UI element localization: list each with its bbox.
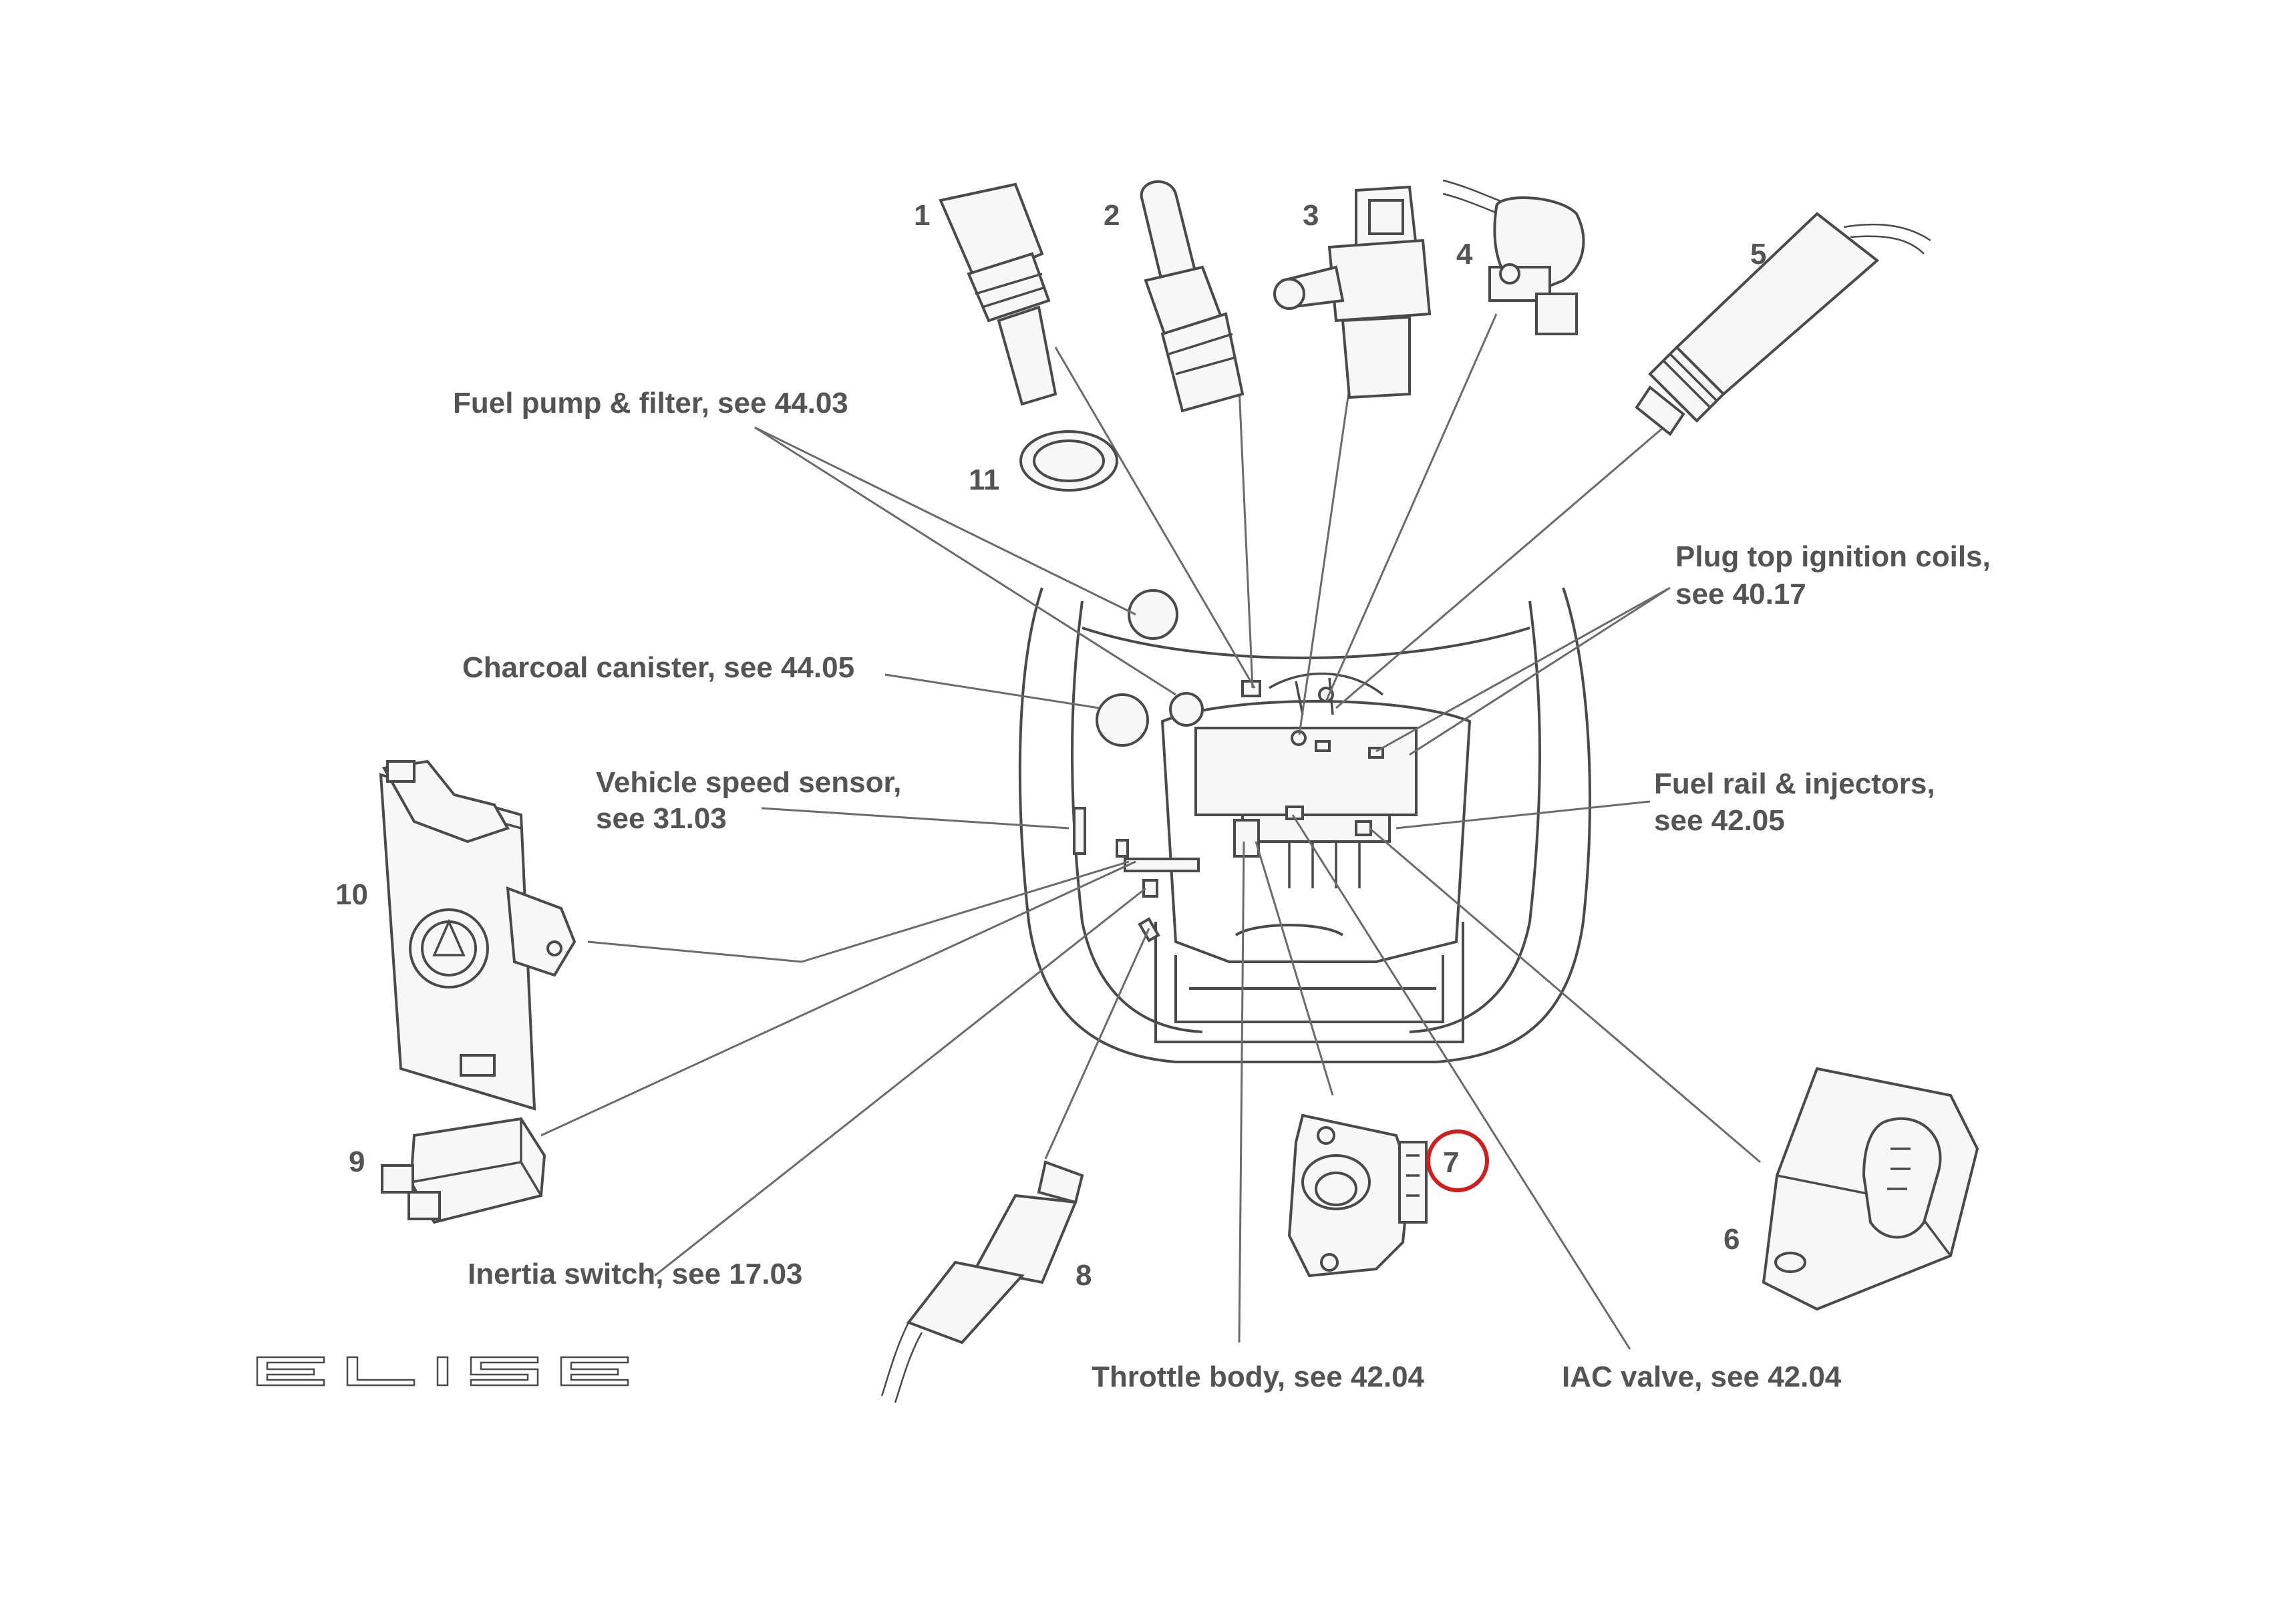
car-rear-outline <box>1018 587 1591 1063</box>
part-2-sensor <box>1140 180 1245 413</box>
part-number-6: 6 <box>1724 1223 1740 1256</box>
part-5-o2-sensor <box>1635 212 1931 436</box>
part-8-o2-sensor <box>880 1160 1084 1403</box>
part-7-throttle-sensor <box>1287 1113 1428 1278</box>
part-7-highlight-circle <box>1426 1129 1489 1192</box>
part-4-crank-sensor <box>1442 179 1585 335</box>
label-speed-sensor-line2: see 31.03 <box>596 802 727 835</box>
part-number-4: 4 <box>1456 238 1473 271</box>
label-charcoal-canister: Charcoal canister, see 44.05 <box>462 651 854 684</box>
part-number-7: 7 <box>1443 1146 1459 1179</box>
part-10-ecu <box>379 759 577 1111</box>
elise-logo <box>256 1356 629 1387</box>
part-number-5: 5 <box>1750 238 1766 271</box>
part-9-relay <box>381 1117 546 1224</box>
label-fuel-pump: Fuel pump & filter, see 44.03 <box>453 387 848 419</box>
label-ignition-line1: Plug top ignition coils, <box>1675 540 1991 573</box>
part-number-2: 2 <box>1104 199 1120 232</box>
callout-labels: Fuel pump & filter, see 44.03 Charcoal c… <box>453 387 1991 1393</box>
label-throttle-body: Throttle body, see 42.04 <box>1092 1361 1425 1393</box>
part-number-11: 11 <box>969 464 1000 496</box>
part-number-1: 1 <box>914 199 930 232</box>
part-number-8: 8 <box>1076 1259 1092 1292</box>
label-speed-sensor-line1: Vehicle speed sensor, <box>596 766 901 799</box>
label-fuel-rail-line1: Fuel rail & injectors, <box>1654 767 1935 800</box>
part-number-10: 10 <box>335 878 368 911</box>
label-iac-valve: IAC valve, see 42.04 <box>1562 1361 1842 1393</box>
part-6-iac-valve <box>1762 1067 1979 1311</box>
part-3-cam-sensor <box>1273 185 1432 399</box>
part-numbers: 1 2 3 4 5 6 7 8 9 10 11 <box>335 199 1766 1292</box>
part-number-9: 9 <box>349 1145 365 1178</box>
label-ignition-line2: see 40.17 <box>1675 578 1806 610</box>
part-number-3: 3 <box>1303 199 1319 232</box>
label-inertia-switch: Inertia switch, see 17.03 <box>468 1258 802 1290</box>
part-1-sensor <box>939 182 1118 492</box>
leader-lines <box>540 313 1761 1350</box>
label-fuel-rail-line2: see 42.05 <box>1654 804 1785 837</box>
